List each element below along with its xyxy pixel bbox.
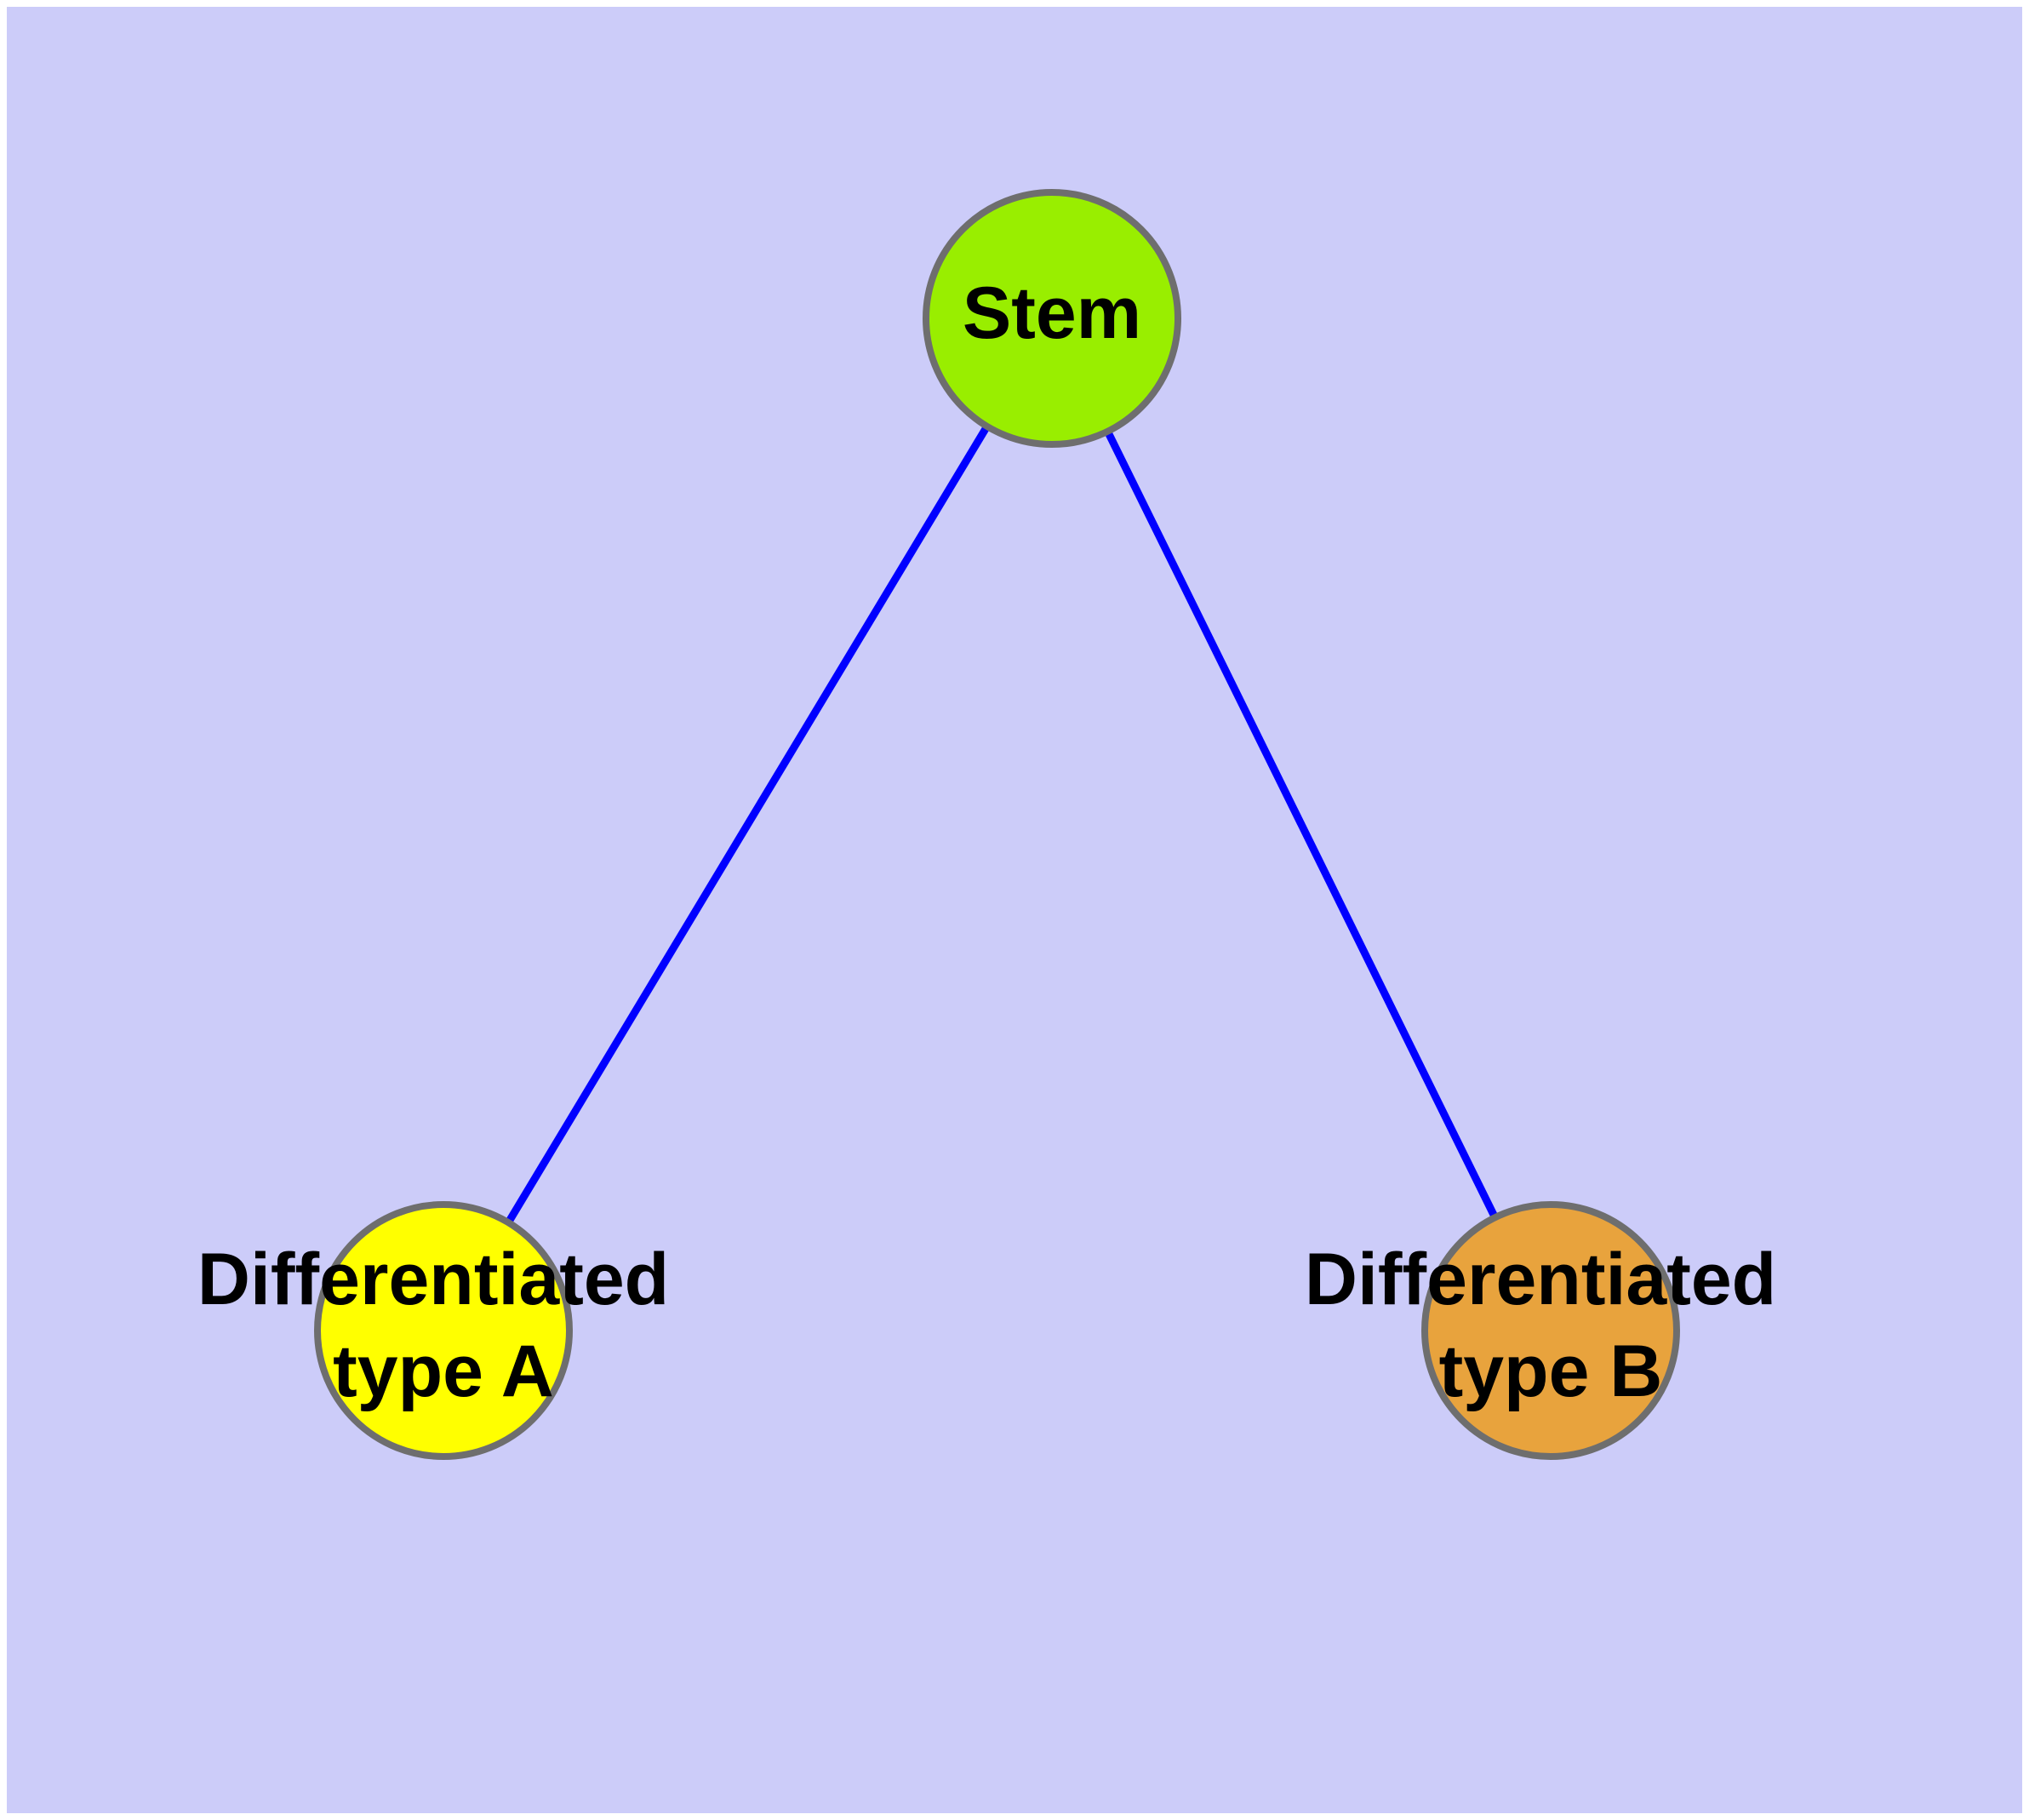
node-differentiated-type-b-circle[interactable] [1421, 1201, 1680, 1460]
node-differentiated-type-a-label: Differentiated type A [197, 1239, 689, 1412]
edge-stem-to-differentiated-type-a[interactable] [506, 426, 990, 1223]
node-differentiated-type-a-label-line-2: type A [333, 1331, 554, 1412]
node-differentiated-type-a-label-line-1: Differentiated [197, 1239, 669, 1320]
node-differentiated-type-a[interactable] [314, 1201, 573, 1460]
node-stem-label-line-1: Stem [963, 272, 1141, 354]
node-differentiated-type-b-label-line-2: type B [1439, 1331, 1663, 1412]
node-differentiated-type-b-label: Differentiated type B [1305, 1239, 1797, 1412]
node-stem-label: Stem [963, 272, 1141, 354]
node-stem-circle[interactable] [923, 189, 1181, 448]
node-differentiated-type-b-label-line-1: Differentiated [1305, 1239, 1776, 1320]
labels-layer: Stem Differentiated type A Differentiate… [197, 272, 1797, 1412]
node-stem[interactable] [923, 189, 1181, 448]
edge-stem-to-differentiated-type-b[interactable] [1105, 431, 1498, 1218]
nodes-layer [314, 189, 1680, 1460]
node-differentiated-type-b[interactable] [1421, 1201, 1680, 1460]
node-differentiated-type-a-circle[interactable] [314, 1201, 573, 1460]
edges-layer [506, 426, 1498, 1223]
